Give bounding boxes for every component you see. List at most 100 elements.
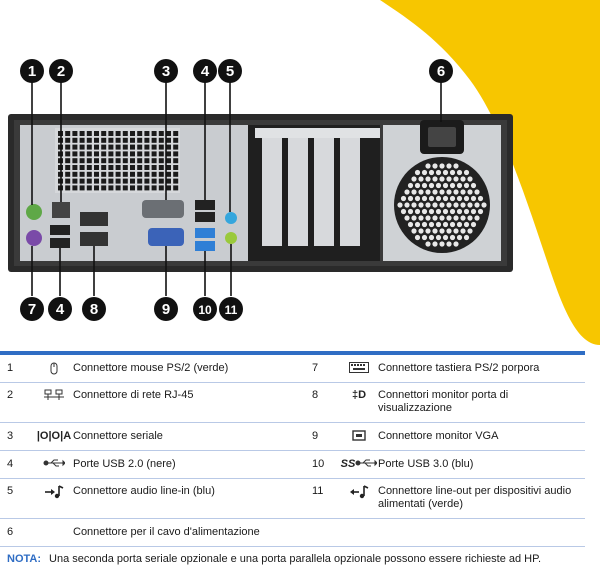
usb2-port-a xyxy=(50,225,70,235)
item-label: Connettore audio line-in (blu) xyxy=(73,485,215,497)
usb2-port-c xyxy=(195,200,215,210)
vent-holes xyxy=(58,131,179,191)
rj45-port xyxy=(52,202,70,218)
item-number: 4 xyxy=(7,458,14,470)
audio-line-out xyxy=(225,232,237,244)
callout-number: 2 xyxy=(57,63,65,80)
line-in-icon xyxy=(35,485,73,511)
displayport-a xyxy=(80,212,108,226)
callout-number: 1 xyxy=(28,63,36,80)
serial-port xyxy=(142,200,184,218)
line-out-icon xyxy=(340,485,378,511)
item-number: 2 xyxy=(7,389,14,401)
usb3-port-a xyxy=(195,228,215,238)
callout-number: 8 xyxy=(90,301,98,318)
network-icon xyxy=(35,389,73,415)
item-label: Connettore monitor VGA xyxy=(378,430,499,442)
callout-number: 5 xyxy=(226,63,234,80)
no-icon xyxy=(35,526,73,539)
displayport-icon: ‡D xyxy=(340,389,378,415)
callout-12: 11 xyxy=(219,297,243,321)
callout-number: 10 xyxy=(198,303,212,317)
row-right: 10 SS Porte USB 3.0 (blu) xyxy=(305,451,585,478)
table-row: 5 Connettore audio line-in (blu) 11 Connett… xyxy=(0,479,585,519)
row-right: 9 Connettore monitor VGA xyxy=(305,423,585,450)
item-number: 3 xyxy=(7,430,14,442)
callout-number: 9 xyxy=(162,301,170,318)
item-number: 1 xyxy=(7,362,14,374)
callout-7: 7 xyxy=(20,297,44,321)
row-left: 4 Porte USB 2.0 (nere) xyxy=(0,451,305,478)
slot-cover-2 xyxy=(288,138,308,246)
row-right: 7 Connettore tastiera PS/2 porpora xyxy=(305,355,585,382)
vga-port xyxy=(148,228,184,246)
slot-cover-1 xyxy=(262,138,282,246)
callout-8: 4 xyxy=(48,297,72,321)
callout-number: 4 xyxy=(201,63,210,80)
callout-2: 2 xyxy=(49,59,73,83)
item-number: 5 xyxy=(7,485,14,497)
item-number: 7 xyxy=(312,362,319,374)
note: NOTA:Una seconda porta seriale opzionale… xyxy=(0,553,597,566)
item-label: Connettore di rete RJ-45 xyxy=(73,389,194,401)
callout-5: 5 xyxy=(218,59,242,83)
callout-number: 3 xyxy=(162,63,170,80)
callout-9: 8 xyxy=(82,297,106,321)
item-number xyxy=(305,526,340,539)
slot-cover-3 xyxy=(314,138,334,246)
item-label: Connettore tastiera PS/2 porpora xyxy=(378,362,540,374)
row-right: 11 Connettore line-out per dispositivi au… xyxy=(305,479,585,518)
item-label: Connettore per il cavo d'alimentazione xyxy=(73,526,260,538)
item-number: 11 xyxy=(312,485,324,497)
yellow-background-shape xyxy=(380,0,600,345)
fan-grille xyxy=(397,163,487,247)
table-row: 1 Connettore mouse PS/2 (verde) 7 Connettor… xyxy=(0,355,585,383)
ss-label: SS xyxy=(340,458,356,470)
item-label: Connettore seriale xyxy=(73,430,163,442)
item-label: Porte USB 3.0 (blu) xyxy=(378,458,474,470)
item-number: 8 xyxy=(312,389,319,401)
usb2-port-b xyxy=(50,238,70,248)
vga-icon xyxy=(340,430,378,443)
callout-10: 9 xyxy=(154,297,178,321)
callout-number: 11 xyxy=(225,303,238,317)
displayport-b xyxy=(80,232,108,246)
row-left: 1 Connettore mouse PS/2 (verde) xyxy=(0,355,305,382)
usb-ss-icon: SS xyxy=(340,458,378,471)
keyboard-icon xyxy=(340,362,378,375)
row-right xyxy=(305,519,585,546)
usb2-port-d xyxy=(195,212,215,222)
callout-4: 4 xyxy=(193,59,217,83)
callout-number: 4 xyxy=(56,301,65,318)
callout-1: 1 xyxy=(20,59,44,83)
item-number: 9 xyxy=(312,430,319,442)
item-number: 10 xyxy=(312,458,325,470)
callout-number: 7 xyxy=(28,301,36,318)
item-label xyxy=(378,526,585,539)
ps2-mouse-port xyxy=(26,204,42,220)
row-left: 5 Connettore audio line-in (blu) xyxy=(0,479,305,518)
leader-lines xyxy=(31,82,442,296)
table-row: 4 Porte USB 2.0 (nere) 10 SS Porte USB 3.0 (… xyxy=(0,451,585,479)
mouse-icon xyxy=(35,362,73,375)
slot-cover-4 xyxy=(340,138,360,246)
usb3-port-b xyxy=(195,241,215,251)
item-label: Porte USB 2.0 (nere) xyxy=(73,458,176,470)
item-label: Connettore line-out per dispositivi audi… xyxy=(378,485,572,510)
callout-3: 3 xyxy=(154,59,178,83)
serial-icon: |O|O|A xyxy=(35,430,73,443)
note-label: NOTA: xyxy=(7,553,42,565)
icon-glyph: |O|O|A xyxy=(36,430,72,442)
item-label: Connettore mouse PS/2 (verde) xyxy=(73,362,229,374)
icon-glyph: ‡D xyxy=(351,389,367,401)
callout-11: 10 xyxy=(193,297,217,321)
